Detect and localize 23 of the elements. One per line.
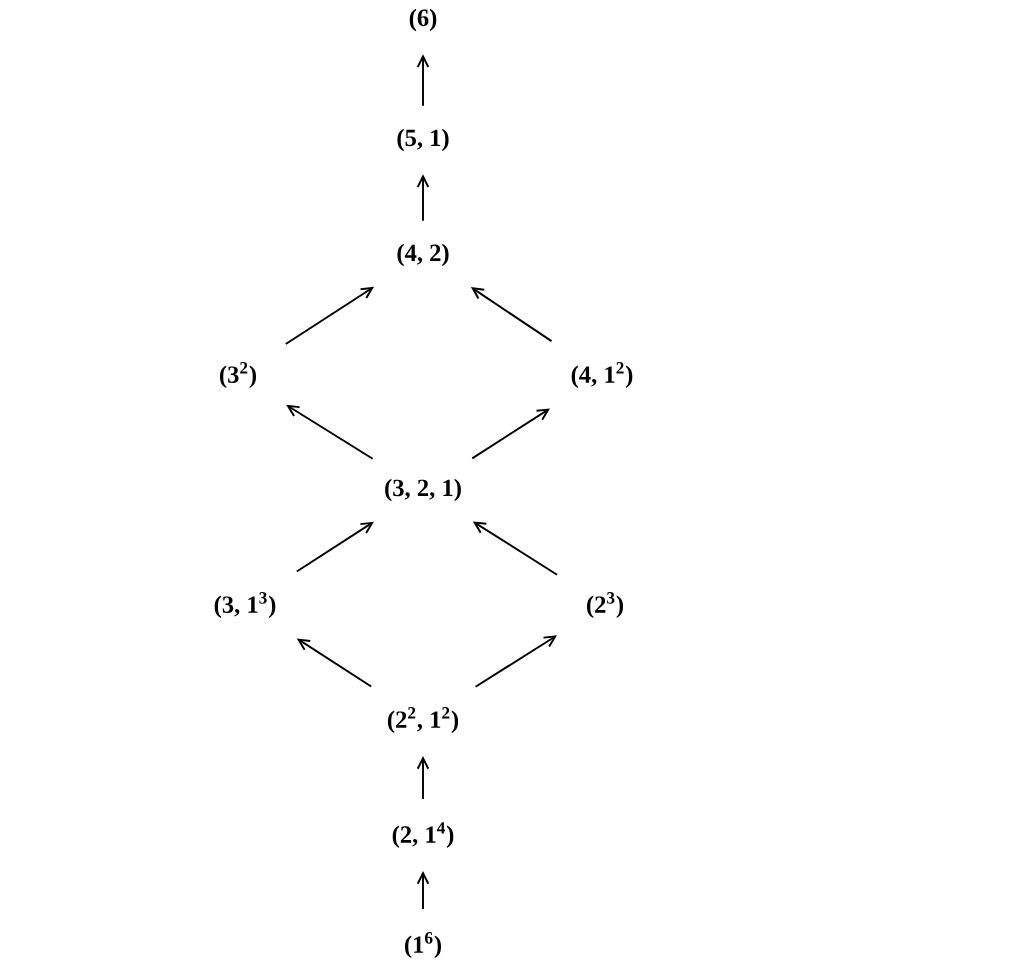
arrow (416, 174, 430, 222)
arrow (416, 756, 430, 800)
arrow (416, 871, 430, 910)
arrow (416, 54, 430, 107)
arrow (286, 404, 374, 460)
partition-label: (5, 1) (397, 128, 449, 152)
partition-label: (4, 1$^{2}$) (571, 362, 633, 388)
partition-label: (3$^{2}$) (220, 362, 256, 388)
arrow (474, 635, 558, 688)
arrow (284, 286, 375, 345)
arrow (471, 408, 551, 460)
arrow (295, 521, 374, 573)
partition-label: (3, 2, 1) (385, 478, 461, 502)
partition-label: (3, 1$^{3}$) (214, 592, 276, 618)
arrow (472, 521, 558, 576)
partition-label: (2, 1$^{4}$) (392, 822, 454, 848)
partition-label: (4, 2) (397, 243, 449, 267)
arrow (470, 287, 553, 343)
partition-label: (2$^{2}$, 1$^{2}$) (387, 707, 459, 733)
partition-label: (1$^{6}$) (405, 932, 441, 958)
partition-label: (6) (409, 8, 437, 32)
arrow (296, 638, 373, 688)
partition-label: (2$^{3}$) (587, 592, 623, 618)
